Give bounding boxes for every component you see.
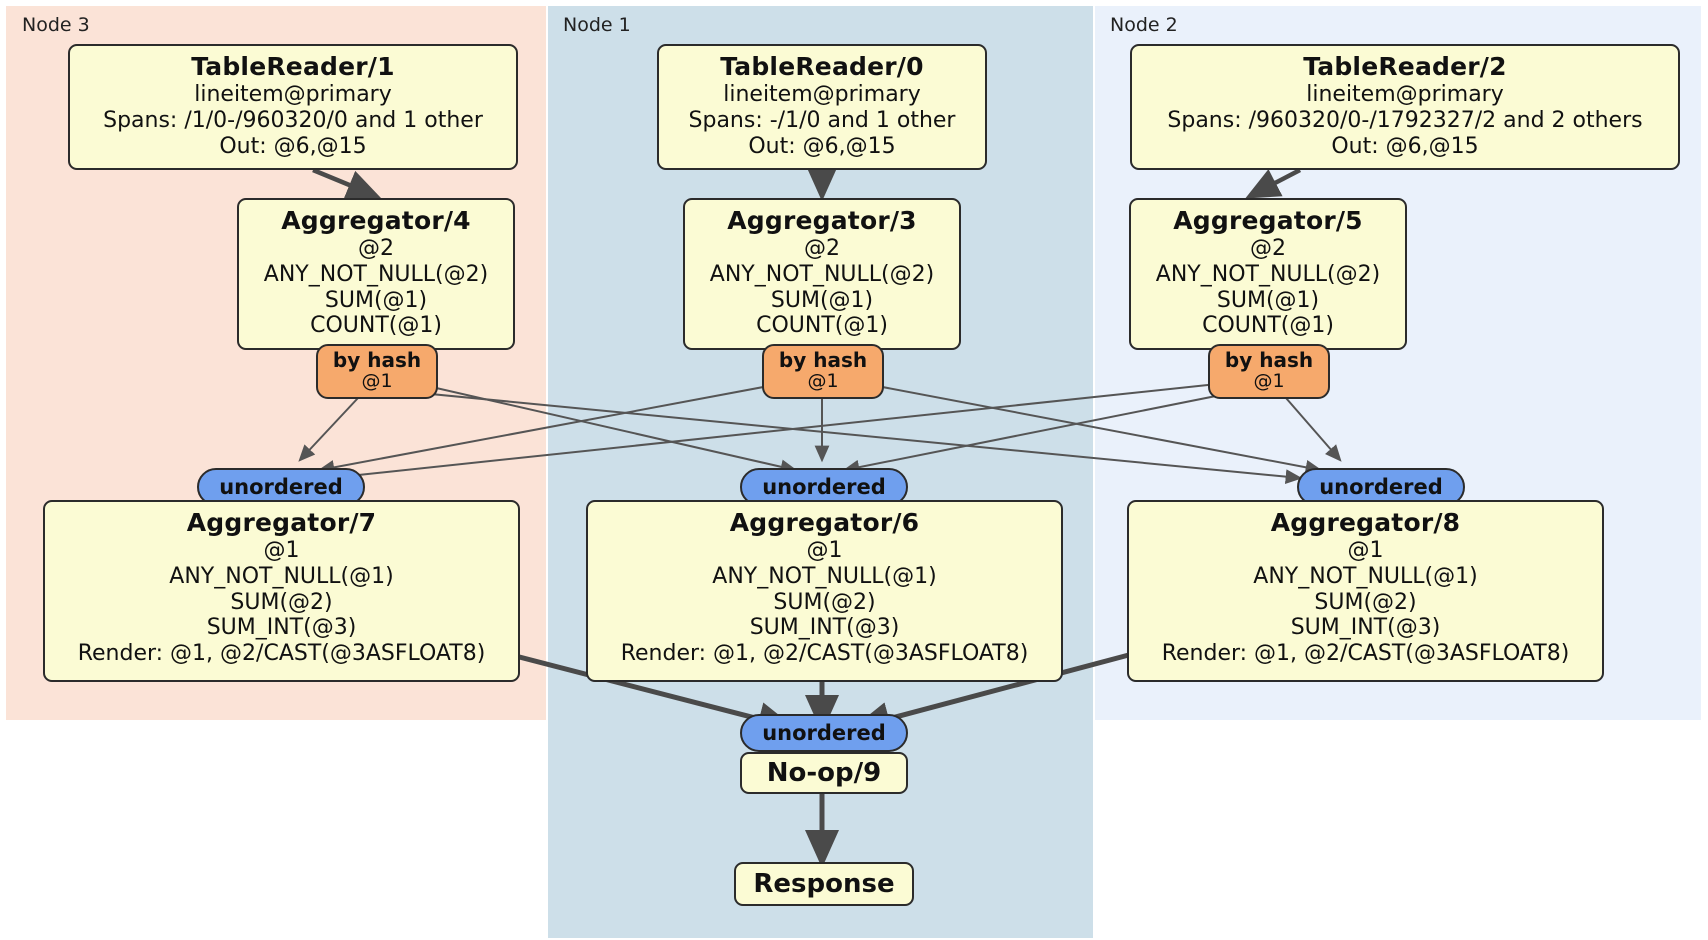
processor-title: Aggregator/6 bbox=[729, 508, 920, 537]
processor-line: Out: @6,@15 bbox=[748, 133, 896, 159]
processor-line: SUM(@2) bbox=[1314, 589, 1417, 615]
processor-aggregator-4[interactable]: Aggregator/4 @2 ANY_NOT_NULL(@2) SUM(@1)… bbox=[237, 198, 515, 350]
processor-title: Aggregator/4 bbox=[281, 206, 471, 235]
processor-line: Render: @1, @2/CAST(@3ASFLOAT8) bbox=[77, 641, 486, 667]
processor-line: @1 bbox=[263, 538, 300, 564]
sync-badge-label: unordered bbox=[219, 474, 343, 499]
processor-aggregator-8[interactable]: Aggregator/8 @1 ANY_NOT_NULL(@1) SUM(@2)… bbox=[1127, 500, 1604, 682]
processor-line: Spans: -/1/0 and 1 other bbox=[688, 107, 956, 133]
processor-line: SUM(@2) bbox=[773, 589, 876, 615]
node-label-node2: Node 2 bbox=[1110, 14, 1178, 36]
router-badge-label: by hash bbox=[778, 348, 868, 372]
processor-line: Render: @1, @2/CAST(@3ASFLOAT8) bbox=[1161, 641, 1570, 667]
processor-line: COUNT(@1) bbox=[756, 313, 888, 339]
processor-line: @2 bbox=[804, 236, 840, 262]
processor-line: COUNT(@1) bbox=[1202, 313, 1334, 339]
router-badge-by-hash-mid[interactable]: by hash @1 bbox=[762, 344, 884, 399]
router-badge-by-hash-left[interactable]: by hash @1 bbox=[316, 344, 438, 399]
processor-table-reader-1[interactable]: TableReader/1 lineitem@primary Spans: /1… bbox=[68, 44, 518, 170]
processor-line: SUM(@1) bbox=[1216, 287, 1320, 313]
router-badge-by-hash-right[interactable]: by hash @1 bbox=[1208, 344, 1330, 399]
processor-line: @2 bbox=[358, 236, 394, 262]
processor-line: SUM(@2) bbox=[230, 589, 333, 615]
router-badge-label: by hash bbox=[1224, 348, 1314, 372]
processor-aggregator-7[interactable]: Aggregator/7 @1 ANY_NOT_NULL(@1) SUM(@2)… bbox=[43, 500, 520, 682]
processor-line: Out: @6,@15 bbox=[1331, 133, 1479, 159]
processor-line: Out: @6,@15 bbox=[219, 133, 367, 159]
processor-line: SUM_INT(@3) bbox=[206, 615, 357, 641]
processor-line: SUM(@1) bbox=[770, 287, 874, 313]
processor-line: Spans: /1/0-/960320/0 and 1 other bbox=[103, 107, 483, 133]
processor-title: TableReader/2 bbox=[1303, 52, 1507, 81]
processor-line: @2 bbox=[1250, 236, 1286, 262]
node-label-node3: Node 3 bbox=[22, 14, 90, 36]
processor-line: lineitem@primary bbox=[194, 82, 392, 108]
processor-aggregator-3[interactable]: Aggregator/3 @2 ANY_NOT_NULL(@2) SUM(@1)… bbox=[683, 198, 961, 350]
processor-line: ANY_NOT_NULL(@2) bbox=[709, 261, 935, 287]
processor-line: ANY_NOT_NULL(@1) bbox=[169, 563, 394, 589]
router-badge-label: by hash bbox=[332, 348, 422, 372]
processor-line: SUM_INT(@3) bbox=[749, 615, 900, 641]
processor-title: TableReader/0 bbox=[720, 52, 924, 81]
processor-line: SUM(@1) bbox=[324, 287, 428, 313]
processor-title: Aggregator/3 bbox=[727, 206, 917, 235]
processor-aggregator-6[interactable]: Aggregator/6 @1 ANY_NOT_NULL(@1) SUM(@2)… bbox=[586, 500, 1063, 682]
processor-line: ANY_NOT_NULL(@2) bbox=[263, 261, 489, 287]
processor-title: Aggregator/5 bbox=[1173, 206, 1363, 235]
processor-response[interactable]: Response bbox=[734, 862, 914, 906]
processor-noop-9[interactable]: No-op/9 bbox=[740, 752, 908, 794]
processor-title: TableReader/1 bbox=[191, 52, 395, 81]
sync-badge-label: unordered bbox=[762, 474, 886, 499]
processor-line: lineitem@primary bbox=[1306, 82, 1504, 108]
processor-line: Spans: /960320/0-/1792327/2 and 2 others bbox=[1167, 107, 1643, 133]
processor-line: Render: @1, @2/CAST(@3ASFLOAT8) bbox=[620, 641, 1029, 667]
processor-table-reader-2[interactable]: TableReader/2 lineitem@primary Spans: /9… bbox=[1130, 44, 1680, 170]
node-label-node1: Node 1 bbox=[563, 14, 631, 36]
processor-line: lineitem@primary bbox=[723, 82, 921, 108]
processor-aggregator-5[interactable]: Aggregator/5 @2 ANY_NOT_NULL(@2) SUM(@1)… bbox=[1129, 198, 1407, 350]
processor-title: Aggregator/8 bbox=[1270, 508, 1461, 537]
processor-line: @1 bbox=[806, 538, 843, 564]
router-badge-column: @1 bbox=[807, 370, 839, 393]
processor-title: Aggregator/7 bbox=[186, 508, 377, 537]
processor-title: Response bbox=[753, 868, 895, 899]
processor-table-reader-0[interactable]: TableReader/0 lineitem@primary Spans: -/… bbox=[657, 44, 987, 170]
processor-line: SUM_INT(@3) bbox=[1290, 615, 1441, 641]
sync-badge-label: unordered bbox=[1319, 474, 1443, 499]
router-badge-column: @1 bbox=[361, 370, 393, 393]
processor-line: ANY_NOT_NULL(@1) bbox=[1253, 563, 1478, 589]
processor-line: COUNT(@1) bbox=[310, 313, 442, 339]
router-badge-column: @1 bbox=[1253, 370, 1285, 393]
sync-badge-label: unordered bbox=[762, 720, 886, 745]
sync-badge-unordered-final[interactable]: unordered bbox=[740, 714, 908, 752]
processor-line: ANY_NOT_NULL(@1) bbox=[712, 563, 937, 589]
processor-line: ANY_NOT_NULL(@2) bbox=[1155, 261, 1381, 287]
processor-line: @1 bbox=[1347, 538, 1384, 564]
processor-title: No-op/9 bbox=[766, 757, 882, 788]
